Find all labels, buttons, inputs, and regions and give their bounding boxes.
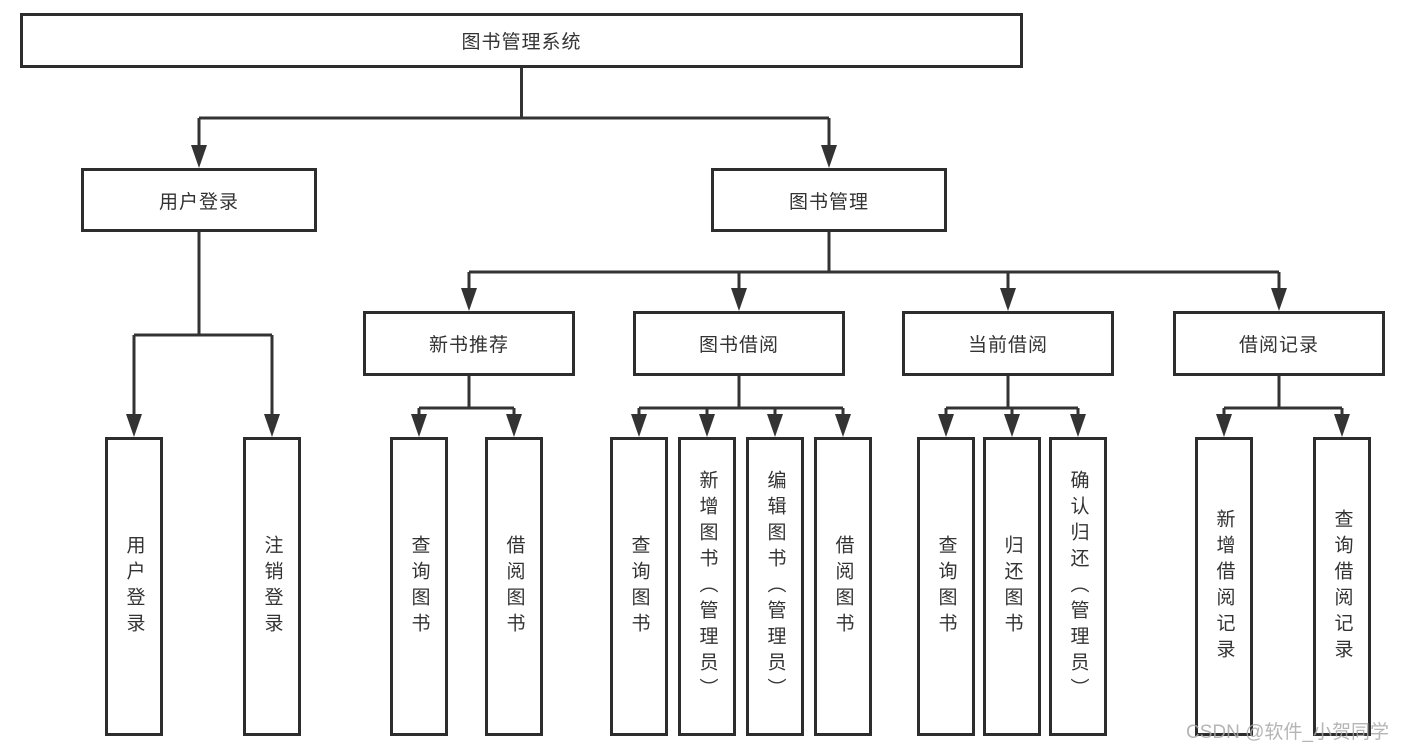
node-label: 用户登录 <box>158 191 239 213</box>
leaf-query-books-recommend: 查询图书 <box>390 437 448 736</box>
node-book-management-branch: 图书管理 <box>711 168 947 232</box>
leaf-return-books: 归还图书 <box>983 437 1041 736</box>
leaf-borrow-books-borrowing: 借阅图书 <box>814 437 872 736</box>
node-label: 当前借阅 <box>967 335 1048 356</box>
leaf-user-login: 用户登录 <box>105 437 163 736</box>
node-borrowing-records: 借阅记录 <box>1173 311 1385 376</box>
node-label: 注销登录 <box>261 534 283 639</box>
node-label: 查询图书 <box>408 534 430 639</box>
node-user-login-branch: 用户登录 <box>81 168 317 232</box>
leaf-edit-books-admin: 编辑图书（管理员） <box>746 437 804 736</box>
leaf-add-books-admin: 新增图书（管理员） <box>678 437 736 736</box>
node-label: 图书借阅 <box>698 335 779 356</box>
node-label: 查询图书 <box>628 534 650 639</box>
leaf-borrow-books-recommend: 借阅图书 <box>485 437 543 736</box>
node-book-borrowing: 图书借阅 <box>633 311 845 376</box>
leaf-logout: 注销登录 <box>243 437 301 736</box>
node-new-book-recommendation: 新书推荐 <box>363 311 575 376</box>
node-label: 借阅图书 <box>832 534 854 639</box>
node-label: 借阅图书 <box>503 534 525 639</box>
node-book-management-system: 图书管理系统 <box>20 13 1023 68</box>
leaf-query-borrow-record: 查询借阅记录 <box>1313 437 1371 736</box>
node-label: 新增借阅记录 <box>1213 508 1235 665</box>
node-label: 借阅记录 <box>1238 335 1319 356</box>
watermark: CSDN @软件_小贺同学 <box>1186 722 1389 743</box>
leaf-query-books-borrowing: 查询图书 <box>610 437 668 736</box>
node-label: 用户登录 <box>123 534 145 639</box>
leaf-query-books-current: 查询图书 <box>917 437 975 736</box>
node-label: 查询借阅记录 <box>1331 508 1353 665</box>
node-label: 新书推荐 <box>428 335 509 356</box>
node-label: 新增图书（管理员） <box>696 469 718 704</box>
node-label: 图书管理系统 <box>461 32 582 53</box>
node-label: 编辑图书（管理员） <box>764 469 786 704</box>
leaf-confirm-return-admin: 确认归还（管理员） <box>1049 437 1107 736</box>
node-label: 归还图书 <box>1001 534 1023 639</box>
arrowhead-icons <box>126 145 1350 437</box>
node-label: 查询图书 <box>935 534 957 639</box>
node-label: 确认归还（管理员） <box>1067 469 1089 704</box>
node-label: 图书管理 <box>788 191 869 213</box>
node-current-borrowing: 当前借阅 <box>902 311 1114 376</box>
leaf-add-borrow-record: 新增借阅记录 <box>1195 437 1253 736</box>
